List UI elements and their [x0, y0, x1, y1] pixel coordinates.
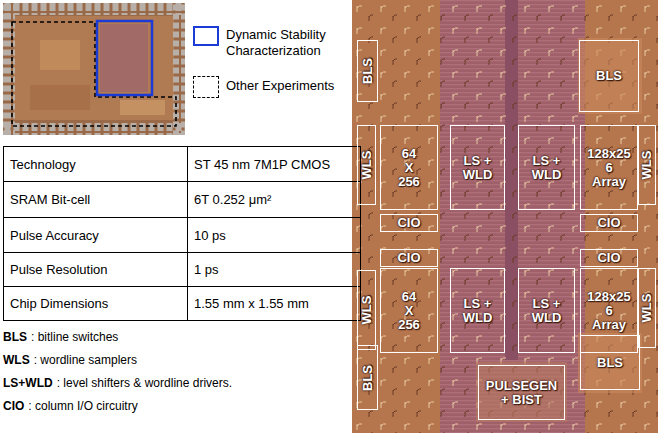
die-block: LS + WLD [518, 268, 575, 353]
block-label: LS + WLD [463, 154, 493, 182]
block-label: LS + WLD [532, 154, 562, 182]
table-text: 1.55 mm x 1.55 mm [194, 296, 309, 311]
table-text: Pulse Accuracy [10, 228, 99, 243]
die-block: CIO [580, 214, 638, 232]
table-cell: Pulse Resolution [3, 252, 188, 287]
die-block: 128x25 6 Array [580, 125, 638, 210]
die-block: 64 X 256 [380, 125, 438, 210]
legend-text: Dynamic Stability Characterization [226, 27, 344, 59]
die-block: CIO [380, 249, 438, 267]
table-cell: 6T 0.252 μm² [187, 181, 361, 218]
legend-swatch [193, 76, 219, 98]
die-block: WLS [357, 125, 376, 205]
die-block: LS + WLD [518, 125, 575, 210]
die-block: CIO [380, 214, 438, 232]
table-text: SRAM Bit-cell [10, 192, 90, 207]
block-label: PULSEGEN + BIST [486, 379, 558, 407]
die-block: CIO [580, 249, 638, 267]
abbreviation: BLS [3, 330, 27, 344]
abbreviation-meaning: : level shifters & wordline drivers. [57, 376, 232, 390]
block-label: WLS [360, 296, 374, 325]
table-text: 6T 0.252 μm² [194, 192, 271, 207]
table-cell: ST 45 nm 7M1P CMOS [187, 146, 361, 182]
die-block: BLS [580, 335, 640, 390]
table-text: 10 ps [194, 228, 226, 243]
die-block: WLS [638, 125, 656, 205]
legend-swatch [193, 26, 219, 46]
block-label: BLS [361, 365, 375, 391]
abbreviation-meaning: : bitline switches [31, 330, 118, 344]
table-text: Technology [10, 157, 76, 172]
table-cell: Pulse Accuracy [3, 217, 188, 253]
die-block: PULSEGEN + BIST [478, 365, 565, 420]
table-cell: 10 ps [187, 217, 361, 253]
die-photo [352, 0, 658, 433]
die-block: 128x25 6 Array [580, 268, 638, 353]
table-text: 1 ps [194, 262, 219, 277]
abbreviation: WLS [3, 353, 30, 367]
table-cell: Technology [3, 146, 188, 182]
table-cell: 1.55 mm x 1.55 mm [187, 286, 361, 321]
table-cell: 1 ps [187, 252, 361, 287]
table-text: Chip Dimensions [10, 296, 108, 311]
block-label: LS + WLD [532, 297, 562, 325]
block-label: WLS [640, 151, 654, 180]
block-label: 128x25 6 Array [587, 290, 630, 332]
blue-region [97, 21, 152, 95]
die-block: BLS [357, 40, 378, 102]
block-label: 128x25 6 Array [587, 147, 630, 189]
legend-text: Other Experiments [226, 78, 344, 94]
table-cell: Chip Dimensions [3, 286, 188, 321]
block-label: BLS [597, 356, 623, 370]
block-label: WLS [360, 151, 374, 180]
block-label: BLS [361, 58, 375, 84]
table-cell: SRAM Bit-cell [3, 181, 188, 218]
block-label: BLS [596, 69, 622, 83]
abbreviation: CIO [3, 399, 24, 413]
block-label: WLS [640, 294, 654, 323]
die-block: BLS [579, 40, 639, 112]
block-label: CIO [597, 251, 620, 265]
die-block: LS + WLD [450, 125, 505, 210]
die-block: WLS [638, 268, 656, 348]
chip-thumbnail [3, 3, 185, 135]
block-label: LS + WLD [463, 297, 493, 325]
table-text: ST 45 nm 7M1P CMOS [194, 157, 330, 172]
block-label: 64 X 256 [398, 147, 420, 189]
block-label: 64 X 256 [398, 290, 420, 332]
abbreviation: LS+WLD [3, 376, 53, 390]
block-label: CIO [397, 251, 420, 265]
block-label: CIO [397, 216, 420, 230]
table-text: Pulse Resolution [10, 262, 108, 277]
dashed-region [12, 22, 176, 126]
die-block: WLS [357, 270, 376, 350]
block-label: CIO [597, 216, 620, 230]
die-block: LS + WLD [450, 268, 505, 353]
die-block: BLS [357, 345, 378, 410]
abbreviation-meaning: : wordline samplers [34, 353, 137, 367]
die-block: 64 X 256 [380, 268, 438, 353]
abbreviation-meaning: : column I/O circuitry [28, 399, 137, 413]
